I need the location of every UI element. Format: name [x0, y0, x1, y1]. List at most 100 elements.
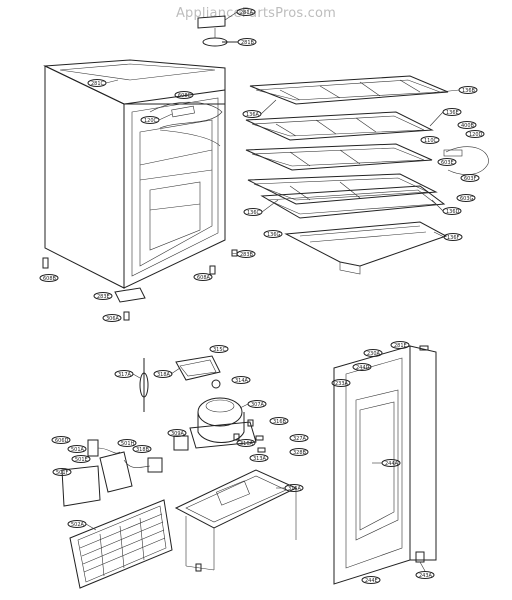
callout-136e: 136E: [442, 108, 462, 116]
callout-307a: 307A: [247, 400, 267, 408]
callout-label: 136G: [267, 232, 281, 238]
pin-281e: [419, 345, 429, 351]
callout-label: 281C: [91, 81, 105, 87]
callout-120c: 120C: [140, 116, 160, 124]
callout-label: 501H: [121, 441, 135, 447]
leg-right: [209, 265, 216, 275]
callout-label: 314A: [235, 378, 249, 384]
callout-501a: 501A: [67, 445, 87, 453]
callout-label: 281A: [240, 10, 254, 16]
callout-label: 317A: [118, 372, 132, 378]
wiring: [97, 447, 151, 468]
callout-label: 502A: [71, 522, 85, 528]
callout-label: 233A: [335, 381, 349, 387]
callout-label: 283E: [97, 294, 110, 300]
callout-400b: 400B: [457, 121, 477, 129]
callout-501h: 501H: [117, 439, 137, 447]
grommet-314a: [211, 379, 221, 389]
relay-309a: [173, 435, 189, 451]
callout-606d: 606D: [51, 436, 71, 444]
callout-136d: 136D: [442, 207, 462, 215]
callout-608c: 608C: [174, 91, 194, 99]
callout-317a: 317A: [114, 370, 134, 378]
callout-318a: 318A: [153, 370, 173, 378]
callout-label: 136C: [247, 210, 261, 216]
callout-label: 244A: [385, 461, 399, 467]
callout-283e: 283E: [93, 292, 113, 300]
callout-281e: 281E: [390, 341, 410, 349]
callout-608a: 608A: [193, 273, 213, 281]
callout-label: 603F: [464, 176, 477, 182]
callout-label: 400B: [461, 123, 475, 129]
callout-label: 316B: [273, 419, 287, 425]
callout-603g: 603G: [456, 194, 476, 202]
callout-label: 244D: [356, 365, 370, 371]
watermark-text: AppliancePartsPros.com: [175, 6, 337, 21]
callout-label: 315C: [213, 347, 227, 353]
callout-316b: 316B: [269, 417, 289, 425]
hinge-bottom: [114, 287, 146, 321]
callout-318b: 318B: [132, 445, 152, 453]
callout-283b: 283B: [236, 250, 256, 258]
callout-label: 281E: [394, 343, 407, 349]
callout-315a: 315A: [284, 484, 304, 492]
callout-label: 606D: [55, 438, 69, 444]
callout-label: 603E: [441, 160, 454, 166]
callout-label: 318B: [136, 447, 150, 453]
callout-label: 501F: [56, 470, 69, 476]
evaporator-coil: [149, 101, 223, 147]
callout-label: 315A: [288, 486, 302, 492]
callout-label: 603G: [460, 196, 474, 202]
callout-label: 283B: [240, 252, 254, 258]
callout-label: 120C: [144, 118, 158, 124]
callout-label: 136E: [446, 110, 459, 116]
callout-label: 608B: [43, 276, 57, 282]
callout-243a: 243A: [415, 571, 435, 579]
grille-502a: [69, 499, 173, 589]
callout-label: 327A: [293, 436, 307, 442]
callout-136f: 136F: [443, 233, 463, 241]
callout-233a: 233A: [331, 379, 351, 387]
shelves-stack: [245, 75, 449, 275]
screw-bottom: [195, 563, 202, 572]
hinge-top: [197, 15, 238, 47]
drain-pan-315c: [175, 355, 221, 381]
callout-315c: 315C: [209, 345, 229, 353]
callout-label: 318A: [157, 372, 171, 378]
cabinet: [43, 59, 226, 289]
callout-314a: 314A: [231, 376, 251, 384]
callout-label: 307A: [251, 402, 265, 408]
callout-120d: 120D: [465, 130, 485, 138]
callout-281c: 281C: [87, 79, 107, 87]
callout-label: 306A: [106, 316, 120, 322]
callout-281a: 281A: [236, 8, 256, 16]
callout-label: 136B: [462, 88, 476, 94]
callout-label: 136A: [246, 112, 260, 118]
callout-501f: 501F: [52, 468, 72, 476]
callout-label: 309A: [171, 431, 185, 437]
callout-244d: 244D: [352, 363, 372, 371]
callout-label: 608A: [197, 275, 211, 281]
callout-136b: 136B: [458, 86, 478, 94]
callout-label: 136D: [446, 209, 460, 215]
callout-110c: 110C: [420, 136, 440, 144]
callout-136g: 136G: [263, 230, 283, 238]
callout-label: 501A: [71, 447, 85, 453]
callout-label: 110C: [424, 138, 438, 144]
callout-label: 313A: [253, 456, 267, 462]
callout-244e: 244E: [361, 576, 381, 584]
callout-309a: 309A: [167, 429, 187, 437]
callout-label: 316A: [240, 441, 254, 447]
capillary-317a: [139, 358, 149, 412]
callout-306a: 306A: [102, 314, 122, 322]
callout-label: 281B: [241, 40, 255, 46]
callout-603e: 603E: [437, 158, 457, 166]
callout-label: 608C: [178, 93, 192, 99]
callout-501e: 501E: [71, 455, 91, 463]
callout-281b: 281B: [237, 38, 257, 46]
callout-328b: 328B: [289, 448, 309, 456]
callout-316a: 316A: [236, 439, 256, 447]
callout-313a: 313A: [249, 454, 269, 462]
parts-316: [233, 419, 266, 453]
